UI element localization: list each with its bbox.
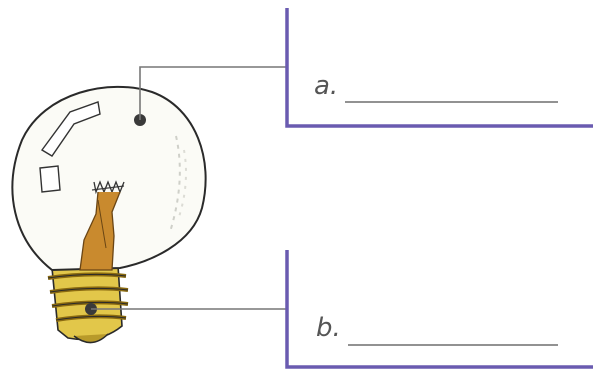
light-bulb-illustration — [11, 85, 207, 344]
bracket-a — [285, 8, 593, 128]
label-b-letter: b. — [316, 313, 341, 343]
bulb-filament — [79, 180, 125, 271]
leader-line-a — [139, 66, 287, 120]
label-box-b: b. — [285, 250, 593, 369]
bracket-b — [285, 250, 593, 369]
bulb-glass — [11, 85, 207, 272]
bulb-base — [47, 265, 129, 344]
label-a-letter: a. — [314, 71, 338, 101]
label-box-a: a. — [285, 8, 593, 128]
